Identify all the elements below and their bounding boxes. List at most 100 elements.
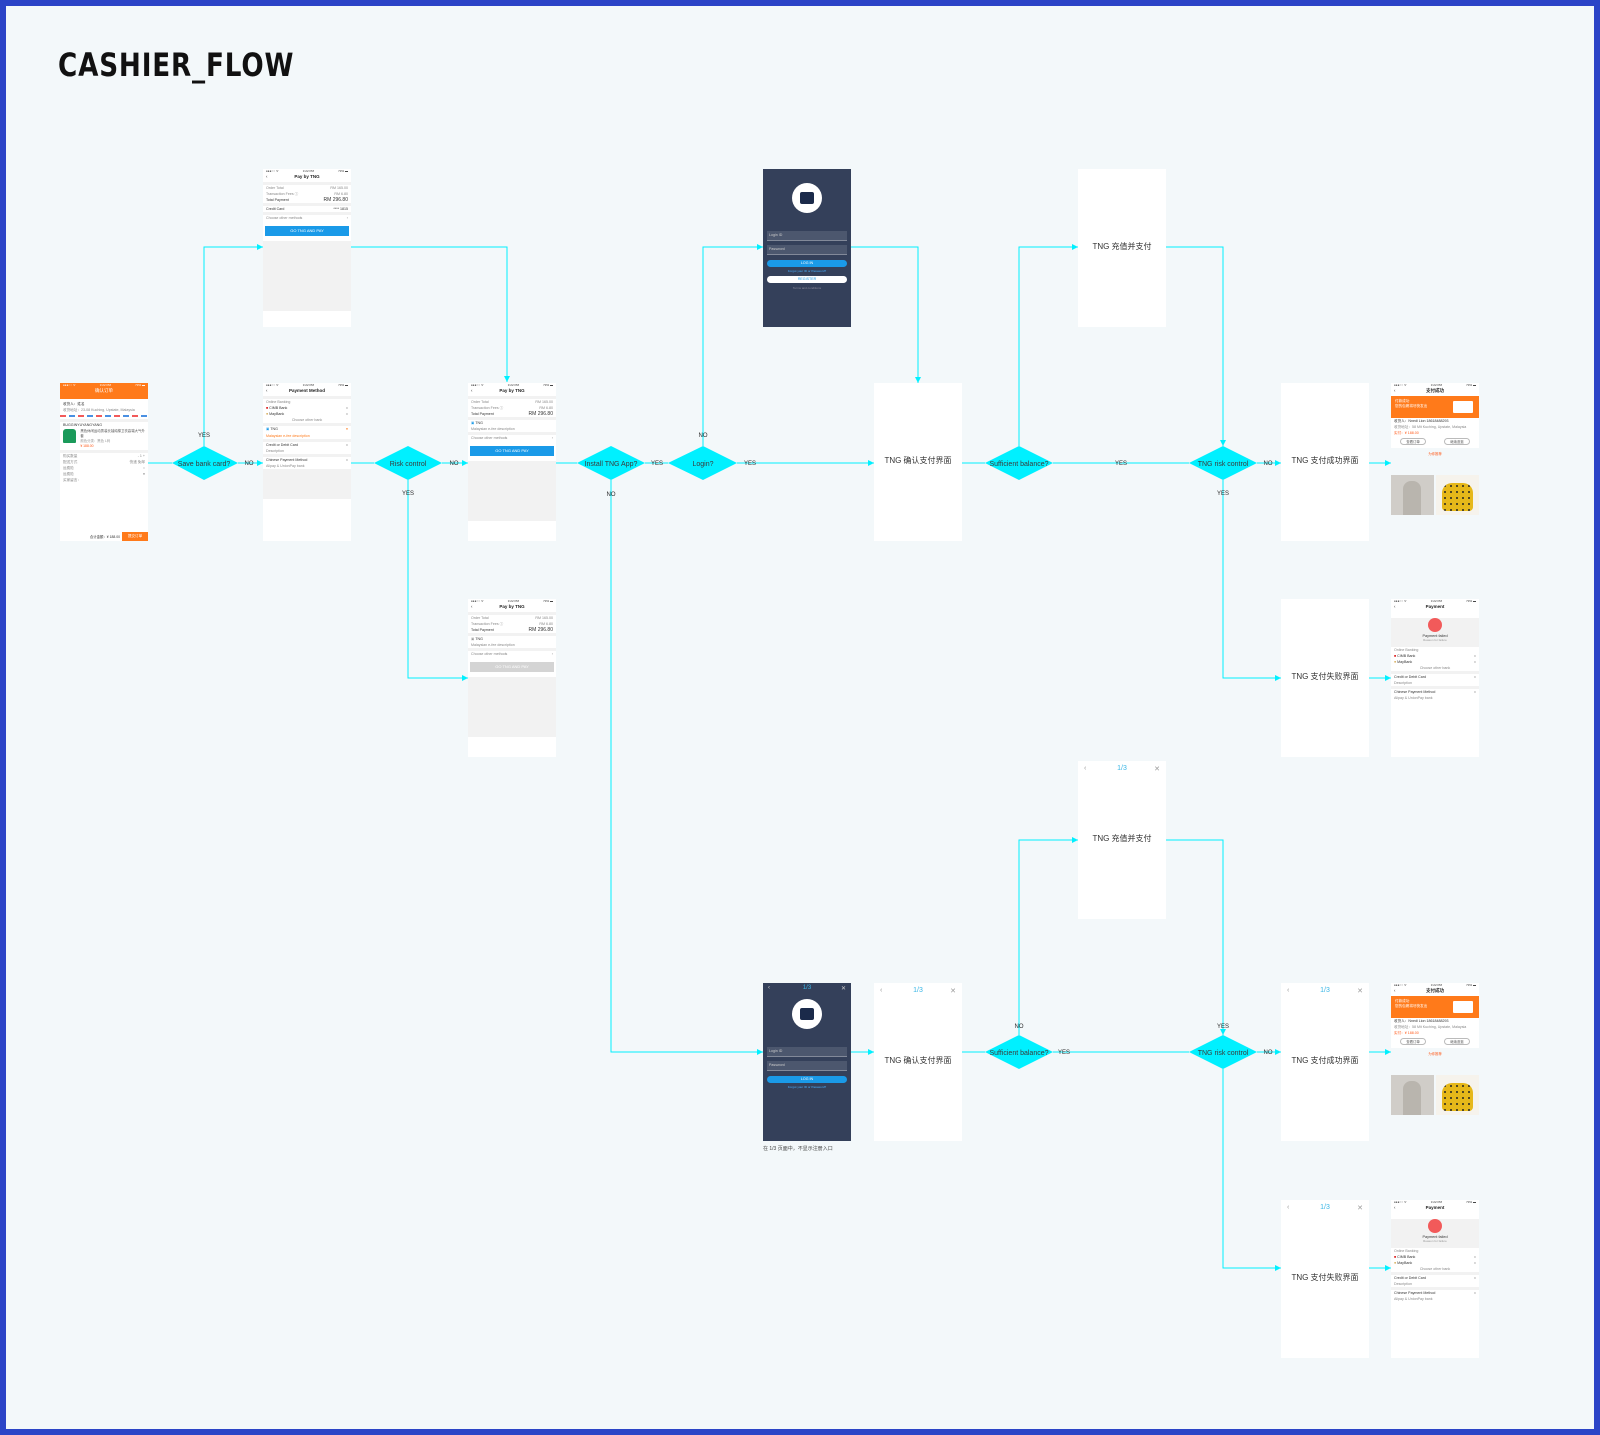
product-image[interactable]: [1436, 475, 1479, 515]
bank-option-maybank[interactable]: ● MayBank○: [1394, 1261, 1476, 1265]
fail-icon: [1428, 618, 1442, 632]
back-icon[interactable]: ‹: [266, 174, 268, 179]
back-icon[interactable]: ‹: [1394, 604, 1396, 609]
continue-shopping-button[interactable]: 继续逛逛: [1444, 1038, 1470, 1045]
go-tng-and-pay-button[interactable]: GO TNG AND PAY: [470, 446, 554, 456]
close-icon[interactable]: ✕: [950, 988, 956, 995]
card-option[interactable]: Credit or Debit Card○: [266, 443, 348, 447]
choose-other-methods[interactable]: Choose other methods›: [471, 652, 553, 656]
wallet-icon: [1453, 1001, 1473, 1013]
view-order-button[interactable]: 查看订单: [1400, 438, 1426, 445]
arrow-head: [462, 675, 468, 681]
password-field[interactable]: Password: [767, 1061, 847, 1071]
back-icon[interactable]: ‹: [880, 987, 883, 994]
chinese-option[interactable]: Chinese Payment Method○: [266, 458, 348, 462]
decision-tng-risk-control-2: [1189, 1035, 1257, 1069]
chinese-option[interactable]: Chinese Payment Method○: [1394, 690, 1476, 694]
shop-name: BUGGINYUYANGYANG: [63, 423, 103, 427]
edge: [850, 246, 919, 383]
edge: [350, 246, 508, 382]
terms-link[interactable]: Terms and conditions: [792, 286, 822, 290]
decision-label: Save bank card?: [178, 461, 231, 468]
fail-status: Payment failed: [1422, 1235, 1448, 1239]
tng-row[interactable]: ▣ TNG: [471, 421, 483, 425]
back-icon[interactable]: ‹: [1287, 987, 1290, 994]
choose-other-bank[interactable]: Choose other bank: [1419, 666, 1451, 670]
close-icon[interactable]: ✕: [1154, 766, 1160, 773]
go-tng-and-pay-button[interactable]: GO TNG AND PAY: [265, 226, 349, 236]
screen-tng-login-inapp: ‹ 1/3 ✕ Login ID Password LOG IN Forgot …: [763, 983, 851, 1141]
cimb-icon: ■: [1394, 654, 1397, 658]
box-confirm-pay-2: ‹1/3✕ TNG 确认支付界面: [874, 983, 962, 1141]
continue-shopping-button[interactable]: 继续逛逛: [1444, 438, 1470, 445]
bank-option-cimb[interactable]: ■ CIMB Bank○: [1394, 654, 1476, 658]
edge: [407, 480, 468, 679]
maybank-icon: ●: [1394, 660, 1397, 664]
edge: [1018, 839, 1078, 1035]
bank-option-maybank[interactable]: ● MayBank○: [1394, 660, 1476, 664]
choose-other-methods[interactable]: Choose other methods›: [266, 216, 348, 220]
back-icon[interactable]: ‹: [1394, 1205, 1396, 1210]
back-icon[interactable]: ‹: [1394, 988, 1396, 993]
view-order-button[interactable]: 查看订单: [1400, 1038, 1426, 1045]
back-icon[interactable]: ‹: [471, 388, 473, 393]
back-icon[interactable]: ‹: [1287, 1204, 1290, 1211]
back-icon[interactable]: ‹: [1394, 388, 1396, 393]
product-image[interactable]: [1436, 1075, 1479, 1115]
arrow-head: [868, 460, 874, 466]
card-option[interactable]: Credit or Debit Card○: [1394, 675, 1476, 679]
section-label: Online Banking: [1394, 648, 1419, 652]
product-image[interactable]: [1391, 475, 1434, 515]
chinese-description: Alipay & UnionPay bank: [266, 464, 305, 468]
product-image[interactable]: [1391, 1075, 1434, 1115]
submit-order-button[interactable]: 提交订单: [122, 532, 148, 541]
decision-sufficient-balance-2: [985, 1035, 1053, 1069]
forgot-link[interactable]: Forgot your ID or Password?: [787, 1085, 827, 1089]
tng-logo: [792, 999, 822, 1029]
quantity-row: 购买数量- 1 +: [63, 454, 145, 458]
back-icon[interactable]: ‹: [471, 604, 473, 609]
decision-sufficient-balance: [985, 446, 1053, 480]
insurance-row-2: 运费险●: [63, 472, 145, 476]
choose-other-methods[interactable]: Choose other methods›: [471, 436, 553, 440]
bank-option-cimb[interactable]: ■ CIMB Bank○: [266, 406, 348, 410]
arrow-head: [1385, 1265, 1391, 1271]
decision-label: Sufficient balance?: [989, 1050, 1048, 1057]
bank-option-maybank[interactable]: ● MayBank○: [266, 412, 348, 416]
tng-option[interactable]: ▣ TNG●: [266, 427, 348, 431]
login-button[interactable]: LOG IN: [767, 1076, 847, 1083]
tng-row[interactable]: ▣ TNG: [471, 637, 483, 641]
close-icon[interactable]: ✕: [1357, 988, 1363, 995]
choose-other-bank[interactable]: Choose other bank: [1419, 1267, 1451, 1271]
register-button[interactable]: REGISTER: [767, 276, 847, 283]
back-icon[interactable]: ‹: [1084, 765, 1087, 772]
chinese-description: Alipay & UnionPay bank: [1394, 696, 1433, 700]
close-icon[interactable]: ✕: [840, 986, 846, 992]
edge: [610, 480, 763, 1053]
login-button[interactable]: LOG IN: [767, 260, 847, 267]
arrow-head: [1220, 440, 1226, 446]
back-icon[interactable]: ‹: [266, 388, 268, 393]
choose-other-bank[interactable]: Choose other bank: [291, 418, 323, 422]
close-icon[interactable]: ✕: [1357, 1205, 1363, 1212]
card-description: Description: [266, 449, 284, 453]
section-label: Online Banking: [1394, 1249, 1419, 1253]
arrow-head: [1275, 460, 1281, 466]
bank-option-cimb[interactable]: ■ CIMB Bank○: [1394, 1255, 1476, 1259]
forgot-link[interactable]: Forgot your ID or Password?: [787, 269, 827, 273]
back-icon[interactable]: ‹: [768, 985, 770, 991]
login-id-field[interactable]: Login ID: [767, 1047, 847, 1057]
credit-card-row[interactable]: Credit Card**** 1815: [266, 207, 348, 211]
chinese-option[interactable]: Chinese Payment Method○: [1394, 1291, 1476, 1295]
card-option[interactable]: Credit or Debit Card○: [1394, 1276, 1476, 1280]
login-id-field[interactable]: Login ID: [767, 231, 847, 241]
cimb-icon: ■: [266, 406, 269, 410]
receiver-row: 收货人：Nnedi Lion 18618488293: [1394, 419, 1449, 423]
screen-header: Pay by TNG: [499, 388, 525, 393]
password-field[interactable]: Password: [767, 245, 847, 255]
